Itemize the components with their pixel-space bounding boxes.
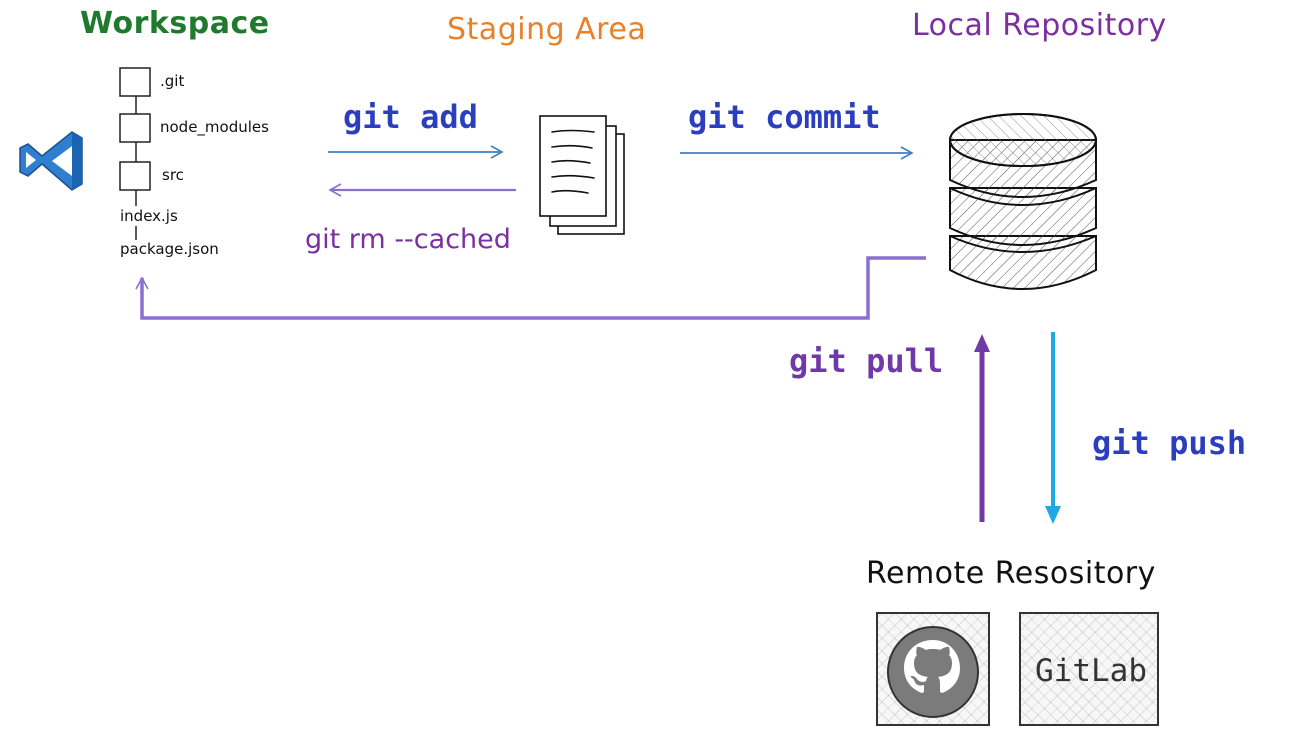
git-add-label: git add <box>343 98 478 136</box>
git-push-label: git push <box>1092 424 1247 462</box>
tree-item-node-modules: node_modules <box>160 118 269 136</box>
github-octocat-icon <box>887 626 979 718</box>
remote-repository-title: Remote Resository <box>866 556 1156 591</box>
gitlab-card: GitLab <box>1019 612 1159 726</box>
git-rm-cached-label: git rm --cached <box>305 224 511 255</box>
tree-item-src: src <box>162 166 184 184</box>
tree-item-git: .git <box>160 72 185 90</box>
checkout-arrow <box>135 256 926 320</box>
github-card <box>876 612 990 726</box>
git-commit-label: git commit <box>688 98 881 136</box>
tree-item-package-json: package.json <box>120 240 219 258</box>
gitlab-label: GitLab <box>1035 653 1147 689</box>
git-pull-label: git pull <box>789 342 944 380</box>
tree-item-index-js: index.js <box>120 207 178 225</box>
staging-area-title: Staging Area <box>447 12 647 47</box>
workspace-title: Workspace <box>80 6 270 41</box>
local-repository-title: Local Repository <box>912 8 1167 43</box>
